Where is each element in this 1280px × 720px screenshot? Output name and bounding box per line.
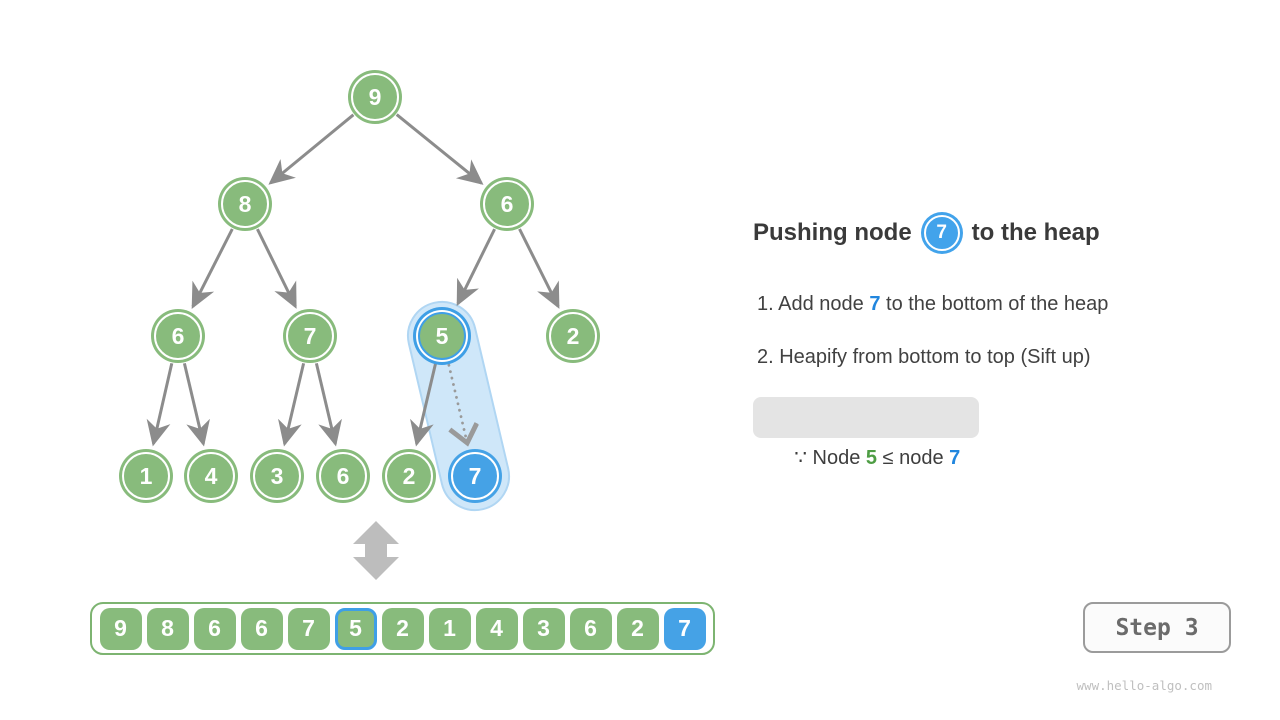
tree-node: 6	[319, 452, 367, 500]
tree-edge	[395, 113, 484, 185]
tree-node: 9	[351, 73, 399, 121]
title-text-before: Pushing node	[753, 219, 912, 246]
tree-edges	[146, 113, 560, 447]
array-cell: 4	[475, 607, 518, 650]
array-cell: 6	[240, 607, 283, 650]
array-cell: 3	[522, 607, 565, 650]
panel-title: Pushing node 7 to the heap	[753, 211, 1100, 255]
note-operator: ≤ node	[877, 447, 950, 469]
array-cell: 9	[99, 607, 142, 650]
tree-node: 6	[483, 180, 531, 228]
comparison-note: ∵ Node 5 ≤ node 7	[753, 397, 980, 469]
tree-edge	[146, 362, 174, 447]
tree-node: 2	[549, 312, 597, 360]
title-text-after: to the heap	[971, 219, 1100, 246]
array-cell-selected: 5	[334, 607, 377, 650]
tree-node-new: 7	[451, 452, 499, 500]
tree-edge	[182, 362, 210, 447]
array-cell-new: 7	[663, 607, 706, 650]
note-prefix: ∵ Node	[794, 447, 866, 469]
instruction-step-1: 1. Add node 7 to the bottom of the heap	[757, 293, 1108, 316]
note-value-5: 5	[865, 447, 878, 469]
heap-array: 9 8 6 6 7 5 2 1 4 3 6 2 7	[90, 602, 715, 655]
array-cell: 6	[193, 607, 236, 650]
step1-value: 7	[869, 293, 881, 315]
sift-up-arrow	[447, 363, 467, 443]
tree-node: 6	[154, 312, 202, 360]
array-cell: 2	[616, 607, 659, 650]
tree-edge	[410, 362, 438, 447]
pushed-node-badge: 7	[923, 215, 960, 251]
tree-edge	[191, 228, 234, 310]
tree-node: 7	[286, 312, 334, 360]
tree-node: 3	[253, 452, 301, 500]
step1-prefix: 1. Add node	[757, 293, 870, 315]
tree-edge	[456, 228, 496, 307]
tree-edge	[268, 113, 355, 185]
step-indicator[interactable]: Step 3	[1083, 602, 1231, 653]
tree-node: 1	[122, 452, 170, 500]
tree-edge	[256, 228, 297, 309]
tree-edge	[518, 228, 560, 309]
tree-node: 8	[221, 180, 269, 228]
array-cell: 7	[287, 607, 330, 650]
tree-node-selected: 5	[418, 312, 466, 360]
array-cell: 2	[381, 607, 424, 650]
array-cell: 6	[569, 607, 612, 650]
step1-suffix: to the bottom of the heap	[880, 293, 1109, 315]
note-value-7: 7	[949, 447, 961, 469]
tree-edge	[278, 362, 306, 447]
array-cell: 8	[146, 607, 189, 650]
array-cell: 1	[428, 607, 471, 650]
watermark: www.hello-algo.com	[1076, 678, 1212, 693]
tree-node: 2	[385, 452, 433, 500]
instruction-step-2: 2. Heapify from bottom to top (Sift up)	[757, 346, 1090, 369]
step2-text: 2. Heapify from bottom to top (Sift up)	[757, 346, 1091, 368]
tree-node: 4	[187, 452, 235, 500]
tree-array-swap-icon	[353, 521, 399, 580]
tree-edge	[314, 362, 342, 447]
